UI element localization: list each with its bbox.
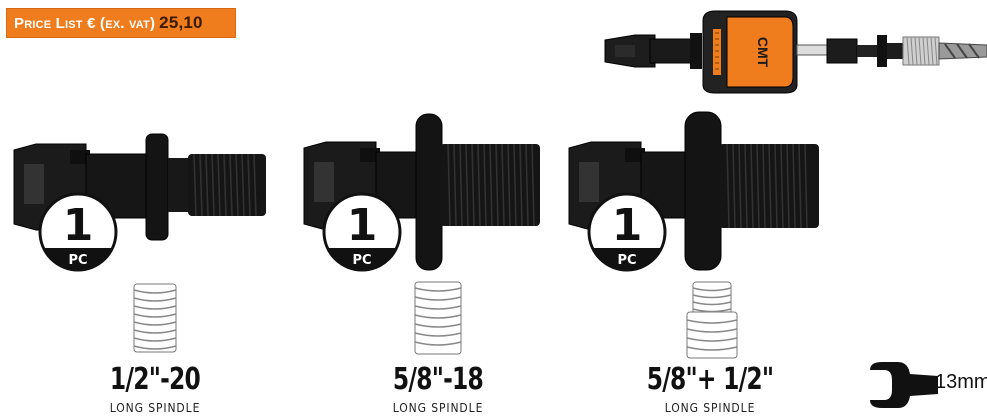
adapter-product-1: 1 PC xyxy=(13,133,266,272)
qty-unit: PC xyxy=(617,253,636,268)
qty-unit: PC xyxy=(68,253,87,268)
qty-number: 1 xyxy=(347,200,378,251)
product-2-spindle: LONG SPINDLE xyxy=(392,401,484,415)
brand-logo: CMT xyxy=(755,37,771,68)
product-3-size: 5/8"+ 1/2" xyxy=(646,362,774,397)
adapter-assembly-image: CMT xyxy=(604,10,987,94)
price-badge: Price List € (ex. vat) 25,10 xyxy=(6,8,236,38)
thread-icon-3 xyxy=(686,281,738,359)
product-2-size: 5/8"-18 xyxy=(392,362,484,397)
qty-number: 1 xyxy=(612,200,643,251)
wrench-size: 13mm xyxy=(935,371,987,393)
adapter-product-2: 1 PC xyxy=(303,113,540,272)
qty-number: 1 xyxy=(63,200,94,251)
thread-icon-2 xyxy=(414,281,462,355)
product-3-spindle: LONG SPINDLE xyxy=(664,401,756,415)
wrench-icon xyxy=(870,362,938,408)
adapter-product-3: 1 PC xyxy=(568,111,819,272)
product-1-spindle: LONG SPINDLE xyxy=(109,401,201,415)
qty-unit: PC xyxy=(352,253,371,268)
thread-icon-1 xyxy=(133,283,177,353)
price-value: 25,10 xyxy=(159,13,203,32)
price-label: Price List € (ex. vat) xyxy=(14,14,156,32)
product-1-size: 1/2"-20 xyxy=(109,362,201,397)
